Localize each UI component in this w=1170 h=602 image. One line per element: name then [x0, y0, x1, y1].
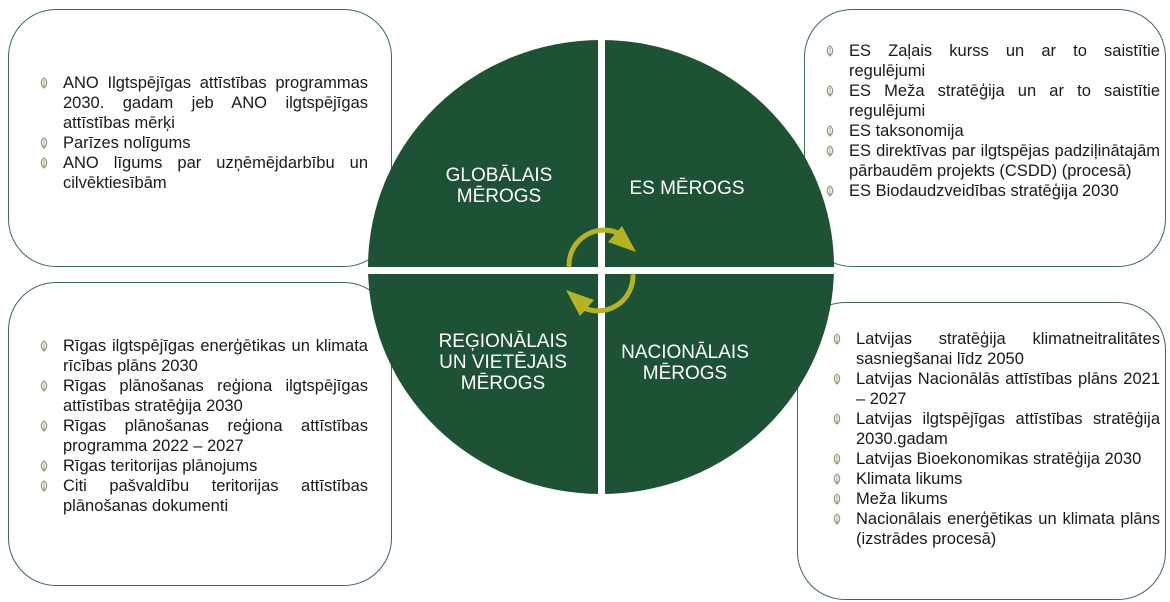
list-item-text: Latvijas ilgtspējīgas attīstības stratēģ…: [856, 410, 1160, 448]
leaf-bullet-icon: [826, 85, 834, 97]
list-item: Latvijas ilgtspējīgas attīstības stratēģ…: [827, 409, 1160, 449]
national-box: [797, 302, 1166, 600]
list-item-text: ES Biodaudzveidības stratēģija 2030: [849, 182, 1119, 200]
list-item-text: Citi pašvaldību teritorijas attīstības p…: [63, 477, 368, 515]
list-item-text: Rīgas plānošanas reģiona ilgtspējīgas at…: [63, 377, 368, 415]
quadrant-national: [601, 267, 834, 494]
scope-wheel: [364, 40, 838, 600]
leaf-bullet-icon: [833, 493, 841, 505]
list-item-text: ES Zaļais kurss un ar to saistītie regul…: [849, 42, 1160, 80]
leaf-bullet-icon: [40, 137, 48, 149]
leaf-bullet-icon: [833, 513, 841, 525]
list-item: ANO Ilgtspējīgas attīstības programmas 2…: [34, 73, 368, 133]
list-item: Parīzes nolīgums: [34, 133, 368, 153]
list-item: Rīgas ilgtspējīgas enerģētikas un klimat…: [34, 336, 368, 376]
list-item-text: Latvijas Nacionālās attīstības plāns 202…: [856, 370, 1160, 408]
leaf-bullet-icon: [826, 125, 834, 137]
es-list: ES Zaļais kurss un ar to saistītie regul…: [820, 41, 1160, 201]
list-item: Latvijas stratēģija klimatneitralitātes …: [827, 329, 1160, 369]
leaf-bullet-icon: [40, 380, 48, 392]
leaf-bullet-icon: [40, 480, 48, 492]
list-item-text: ANO līgums par uzņēmējdarbību un cilvēkt…: [63, 154, 368, 192]
list-item-text: Parīzes nolīgums: [63, 134, 191, 152]
list-item: ES Meža stratēģija un ar to saistītie re…: [820, 81, 1160, 121]
list-item: ES direktīvas par ilgtspējas padziļināta…: [820, 141, 1160, 181]
leaf-bullet-icon: [40, 77, 48, 89]
list-item: Latvijas Nacionālās attīstības plāns 202…: [827, 369, 1160, 409]
global-scope-label: GLOBĀLAIS MĒROGS: [445, 165, 553, 207]
es-scope-label: ES MĒROGS: [629, 178, 745, 199]
quadrant-regional: [368, 267, 601, 494]
leaf-bullet-icon: [833, 413, 841, 425]
leaf-bullet-icon: [826, 145, 834, 157]
quadrant-global: [368, 40, 601, 267]
leaf-bullet-icon: [833, 373, 841, 385]
global-list: ANO Ilgtspējīgas attīstības programmas 2…: [34, 73, 368, 193]
leaf-bullet-icon: [826, 185, 834, 197]
list-item-text: Rīgas ilgtspējīgas enerģētikas un klimat…: [63, 337, 368, 375]
list-item-text: Nacionālais enerģētikas un klimata plāns…: [856, 510, 1160, 548]
leaf-bullet-icon: [833, 473, 841, 485]
list-item-text: ES Meža stratēģija un ar to saistītie re…: [849, 82, 1160, 120]
list-item: Latvijas Bioekonomikas stratēģija 2030: [827, 449, 1160, 469]
list-item-text: Rīgas plānošanas reģiona attīstības prog…: [63, 417, 368, 455]
leaf-bullet-icon: [40, 420, 48, 432]
list-item-text: Meža likums: [856, 490, 948, 508]
list-item: ES Zaļais kurss un ar to saistītie regul…: [820, 41, 1160, 81]
leaf-bullet-icon: [40, 157, 48, 169]
list-item: Rīgas plānošanas reģiona attīstības prog…: [34, 416, 368, 456]
leaf-bullet-icon: [833, 333, 841, 345]
list-item-text: Klimata likums: [856, 470, 963, 488]
leaf-bullet-icon: [833, 453, 841, 465]
list-item: Citi pašvaldību teritorijas attīstības p…: [34, 476, 368, 516]
list-item-text: Latvijas Bioekonomikas stratēģija 2030: [856, 450, 1142, 468]
list-item: Klimata likums: [827, 469, 1160, 489]
list-item: ES Biodaudzveidības stratēģija 2030: [820, 181, 1160, 201]
leaf-bullet-icon: [40, 460, 48, 472]
list-item-text: Rīgas teritorijas plānojums: [63, 457, 258, 475]
list-item: Rīgas plānošanas reģiona ilgtspējīgas at…: [34, 376, 368, 416]
regional-scope-label: REĢIONĀLAIS UN VIETĒJAIS MĒROGS: [438, 331, 568, 394]
national-list: Latvijas stratēģija klimatneitralitātes …: [827, 329, 1160, 549]
list-item-text: ES taksonomija: [849, 122, 964, 140]
national-scope-label: NACIONĀLAIS MĒROGS: [621, 342, 749, 384]
es-box: [804, 9, 1166, 267]
regional-box: [8, 282, 392, 586]
leaf-bullet-icon: [40, 340, 48, 352]
list-item-text: ES direktīvas par ilgtspējas padziļināta…: [849, 142, 1160, 180]
regional-list: Rīgas ilgtspējīgas enerģētikas un klimat…: [34, 336, 368, 516]
quadrant-es: [601, 40, 834, 267]
global-box: [8, 9, 392, 267]
cycle-arrows-icon: [566, 227, 636, 314]
list-item-text: ANO Ilgtspējīgas attīstības programmas 2…: [63, 74, 368, 132]
list-item: ANO līgums par uzņēmējdarbību un cilvēkt…: [34, 153, 368, 193]
leaf-bullet-icon: [826, 45, 834, 57]
list-item-text: Latvijas stratēģija klimatneitralitātes …: [856, 330, 1160, 368]
list-item: Meža likums: [827, 489, 1160, 509]
list-item: Rīgas teritorijas plānojums: [34, 456, 368, 476]
list-item: Nacionālais enerģētikas un klimata plāns…: [827, 509, 1160, 549]
list-item: ES taksonomija: [820, 121, 1160, 141]
